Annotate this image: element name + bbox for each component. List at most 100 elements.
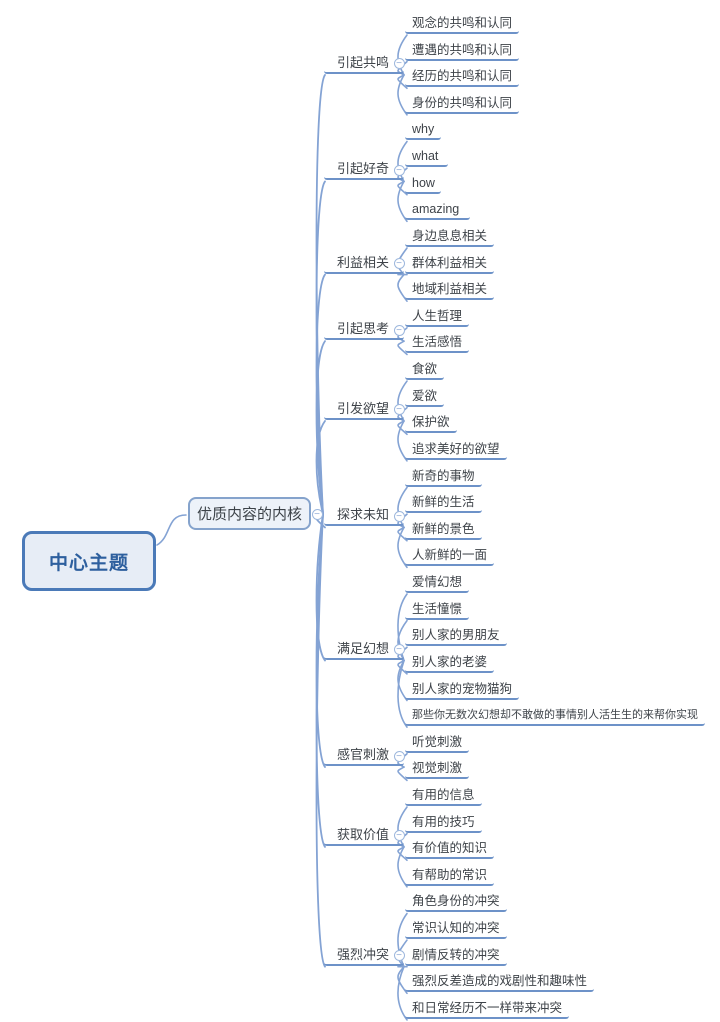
leaf-node[interactable]: 强烈反差造成的戏剧性和趣味性	[405, 971, 594, 993]
branch-node[interactable]: 强烈冲突	[324, 945, 404, 966]
leaf-node[interactable]: why	[405, 119, 441, 141]
leaf-label: 新鲜的景色	[412, 521, 475, 536]
leaf-node[interactable]: 经历的共鸣和认同	[405, 66, 519, 88]
collapse-toggle-icon[interactable]: −	[393, 324, 405, 336]
leaf-label: 保护欲	[412, 415, 450, 430]
leaf-node[interactable]: 常识认知的冲突	[405, 918, 507, 940]
leaf-label: why	[412, 122, 435, 137]
leaf-label: 爱情幻想	[412, 575, 463, 590]
leaf-label: 人新鲜的一面	[412, 548, 488, 563]
leaf-node[interactable]: 别人家的宠物猫狗	[405, 679, 519, 700]
central-topic-node[interactable]: 中心主题	[22, 531, 156, 591]
collapse-toggle-icon[interactable]: −	[393, 258, 405, 270]
minus-glyph: −	[396, 510, 402, 522]
branch-label: 引起好奇	[337, 161, 390, 177]
leaf-label: 常识认知的冲突	[412, 921, 500, 936]
branch-node[interactable]: 利益相关	[324, 253, 404, 274]
leaf-label: 有用的信息	[412, 787, 475, 802]
collapse-toggle-icon[interactable]: −	[393, 164, 405, 176]
leaf-label: 听觉刺激	[412, 734, 463, 749]
leaf-node[interactable]: 新奇的事物	[405, 466, 482, 487]
leaf-label: 群体利益相关	[412, 255, 488, 270]
minus-glyph: −	[396, 404, 402, 416]
collapse-toggle-icon[interactable]: −	[393, 404, 405, 416]
leaf-node[interactable]: 地域利益相关	[405, 279, 494, 301]
leaf-node[interactable]: 人新鲜的一面	[405, 545, 494, 567]
leaf-node[interactable]: amazing	[405, 199, 470, 221]
branch-node[interactable]: 探求未知	[324, 505, 404, 527]
collapse-toggle-icon[interactable]: −	[393, 750, 405, 762]
branch-node[interactable]: 引发欲望	[324, 399, 404, 420]
leaf-node[interactable]: 角色身份的冲突	[405, 891, 507, 913]
leaf-node[interactable]: 爱欲	[405, 386, 444, 407]
leaf-node[interactable]: 别人家的男朋友	[405, 625, 507, 647]
branch-node[interactable]: 引起思考	[324, 319, 404, 341]
collapse-toggle-icon[interactable]: −	[393, 830, 405, 842]
leaf-node[interactable]: 观念的共鸣和认同	[405, 13, 519, 34]
leaf-label: 地域利益相关	[412, 282, 488, 297]
leaf-node[interactable]: 别人家的老婆	[405, 652, 494, 673]
leaf-node[interactable]: how	[405, 173, 441, 194]
branch-label: 引发欲望	[337, 400, 390, 416]
leaf-label: 有帮助的常识	[412, 867, 488, 882]
central-topic-label: 中心主题	[48, 552, 129, 574]
connector-path	[156, 514, 187, 546]
leaf-label: what	[412, 149, 439, 164]
leaf-node[interactable]: 爱情幻想	[405, 572, 469, 594]
topic-node-core[interactable]: 优质内容的内核	[188, 497, 311, 530]
leaf-node[interactable]: 新鲜的景色	[405, 519, 482, 540]
leaf-label: how	[412, 175, 435, 190]
branch-label: 感官刺激	[337, 747, 390, 763]
branch-node[interactable]: 获取价值	[324, 825, 404, 846]
leaf-node[interactable]: 有用的信息	[405, 785, 482, 806]
leaf-node[interactable]: what	[405, 146, 448, 168]
branch-label: 获取价值	[337, 826, 390, 842]
leaf-label: 生活感悟	[412, 335, 463, 350]
leaf-node[interactable]: 有帮助的常识	[405, 865, 494, 886]
leaf-node[interactable]: 听觉刺激	[405, 732, 469, 753]
leaf-node[interactable]: 群体利益相关	[405, 253, 494, 274]
leaf-label: 有用的技巧	[412, 814, 475, 829]
leaf-node[interactable]: 身份的共鸣和认同	[405, 93, 519, 114]
leaf-label: 遭遇的共鸣和认同	[412, 42, 513, 57]
branch-node[interactable]: 感官刺激	[324, 745, 404, 767]
leaf-label: 新奇的事物	[412, 468, 475, 483]
leaf-label: 角色身份的冲突	[412, 894, 500, 909]
minus-glyph: −	[314, 508, 320, 520]
branch-node[interactable]: 引起共鸣	[324, 53, 404, 74]
leaf-label: 别人家的男朋友	[412, 628, 500, 643]
leaf-node[interactable]: 视觉刺激	[405, 758, 469, 780]
leaf-label: 强烈反差造成的戏剧性和趣味性	[412, 974, 588, 989]
leaf-node[interactable]: 保护欲	[405, 412, 457, 434]
collapse-toggle-icon[interactable]: −	[393, 510, 405, 522]
minus-glyph: −	[396, 324, 402, 336]
leaf-label: 和日常经历不一样带来冲突	[412, 1000, 563, 1015]
leaf-node[interactable]: 那些你无数次幻想却不敢做的事情别人活生生的来帮你实现	[405, 705, 705, 727]
branch-node[interactable]: 引起好奇	[324, 159, 404, 181]
connector-path	[315, 420, 326, 515]
leaf-node[interactable]: 和日常经历不一样带来冲突	[405, 998, 569, 1019]
collapse-toggle-icon[interactable]: −	[393, 950, 405, 962]
minus-glyph: −	[396, 644, 402, 656]
branch-label: 探求未知	[337, 507, 390, 523]
leaf-node[interactable]: 追求美好的欲望	[405, 439, 507, 460]
leaf-node[interactable]: 剧情反转的冲突	[405, 945, 507, 966]
collapse-toggle-icon[interactable]: −	[311, 508, 323, 520]
collapse-toggle-icon[interactable]: −	[393, 58, 405, 70]
leaf-node[interactable]: 人生哲理	[405, 306, 469, 327]
connector-path	[315, 273, 326, 515]
branch-node[interactable]: 满足幻想	[324, 639, 404, 660]
leaf-node[interactable]: 生活感悟	[405, 332, 469, 354]
leaf-node[interactable]: 食欲	[405, 359, 444, 381]
collapse-toggle-icon[interactable]: −	[393, 644, 405, 656]
leaf-node[interactable]: 身边息息相关	[405, 226, 494, 247]
leaf-node[interactable]: 新鲜的生活	[405, 492, 482, 514]
leaf-label: 爱欲	[412, 388, 438, 403]
leaf-node[interactable]: 有价值的知识	[405, 838, 494, 860]
connector-path	[315, 74, 326, 515]
leaf-node[interactable]: 生活憧憬	[405, 599, 469, 620]
leaf-node[interactable]: 有用的技巧	[405, 812, 482, 833]
leaf-label: 生活憧憬	[412, 601, 463, 616]
connector-path	[315, 180, 326, 515]
leaf-node[interactable]: 遭遇的共鸣和认同	[405, 40, 519, 61]
